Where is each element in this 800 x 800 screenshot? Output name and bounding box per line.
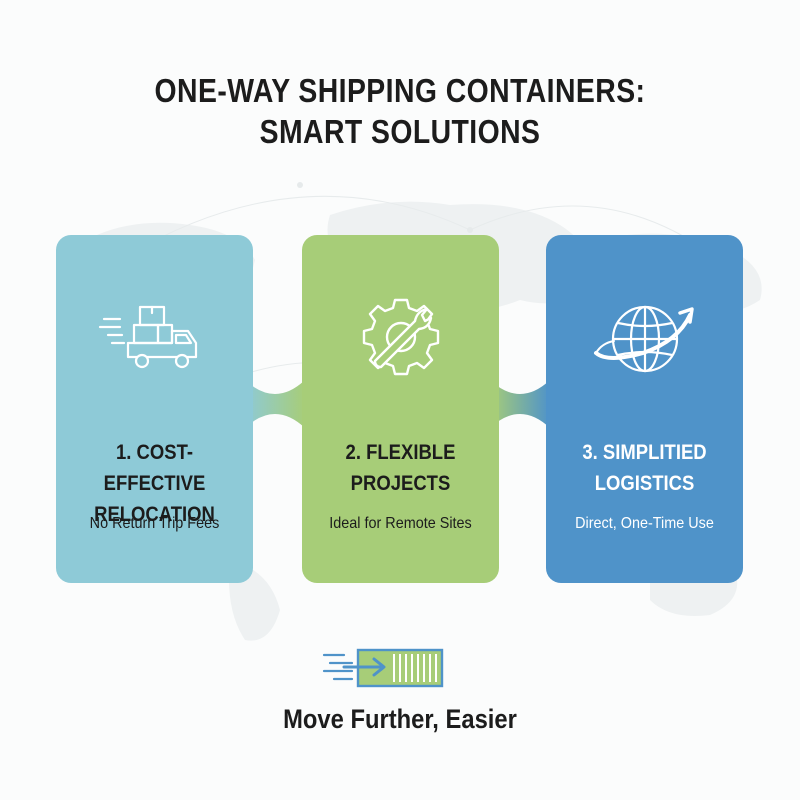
card-title: 3. SIMPLITIED LOGISTICS — [563, 437, 726, 499]
title-line-2: SMART SOLUTIONS — [259, 113, 541, 150]
card-cost-effective-relocation: 1. COST-EFFECTIVE RELOCATION No Return T… — [56, 235, 253, 583]
delivery-truck-icon — [98, 305, 198, 369]
page-title: ONE-WAY SHIPPING CONTAINERS: SMART SOLUT… — [56, 70, 744, 152]
card-title-line-2: RELOCATION — [94, 503, 215, 526]
card-connector-2 — [490, 380, 550, 428]
card-simplified-logistics: 3. SIMPLITIED LOGISTICS Direct, One-Time… — [546, 235, 743, 583]
card-subtitle: Ideal for Remote Sites — [329, 515, 472, 532]
card-subtitle: No Return Trip Fees — [89, 515, 220, 532]
gear-wrench-icon — [362, 298, 440, 376]
tagline: Move Further, Easier — [283, 704, 517, 734]
card-title-line-2: LOGISTICS — [594, 472, 695, 495]
card-title-line-1: 2. FLEXIBLE — [345, 441, 456, 464]
card-title-line-1: 1. COST-EFFECTIVE — [103, 441, 206, 495]
card-flexible-projects: 2. FLEXIBLE PROJECTS Ideal for Remote Si… — [302, 235, 499, 583]
card-title: 1. COST-EFFECTIVE RELOCATION — [73, 437, 236, 530]
card-title-line-1: 3. SIMPLITIED — [582, 441, 707, 464]
globe-arrow-icon — [594, 305, 694, 373]
title-line-1: ONE-WAY SHIPPING CONTAINERS: — [154, 72, 646, 109]
card-title-line-2: PROJECTS — [350, 472, 451, 495]
card-connector-1 — [245, 380, 305, 428]
card-title: 2. FLEXIBLE PROJECTS — [319, 437, 482, 499]
shipping-container-arrow-icon — [322, 648, 444, 688]
card-subtitle: Direct, One-Time Use — [575, 515, 714, 532]
